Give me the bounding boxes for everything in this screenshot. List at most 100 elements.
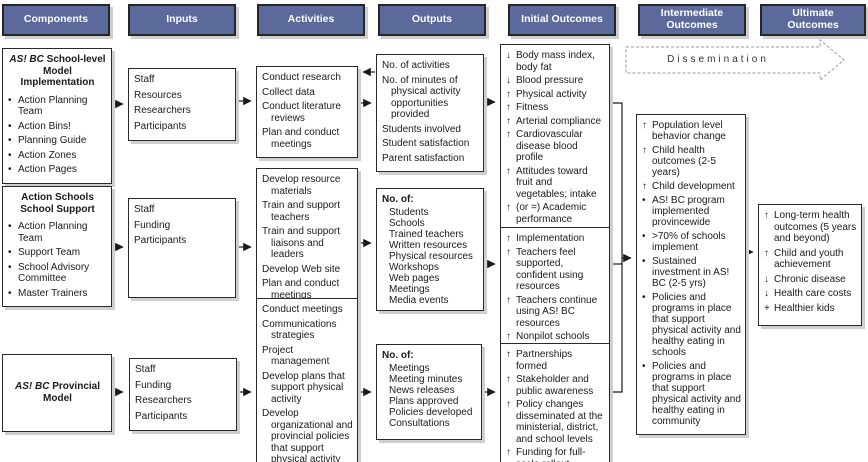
list-item: Develop organizational and provincial po…	[262, 408, 353, 462]
up-icon: ↑	[506, 233, 511, 244]
item-text: Action Planning Team	[18, 94, 88, 118]
item-text: Partnerships formed	[516, 349, 573, 372]
bullet-icon: •	[8, 261, 12, 273]
header-outputs: Outputs	[378, 4, 486, 36]
item-text: Long-term health outcomes (5 years and b…	[774, 210, 857, 244]
item-text: Support Team	[18, 247, 81, 258]
bullet-icon: •	[642, 292, 646, 303]
list-item: ↑Population level behavior change	[642, 120, 741, 142]
item-text: School Advisory Committee	[18, 261, 90, 285]
item-text: Fitness	[516, 102, 549, 113]
up-icon: ↑	[506, 202, 511, 213]
item-text: Physical activity	[516, 88, 587, 100]
item-text: Planning Guide	[18, 135, 87, 146]
item-text: Action Zones	[18, 149, 77, 161]
list-item: Staff	[134, 204, 155, 215]
list-item: ↑Teachers continue using AS! BC resource…	[506, 295, 605, 330]
item-text: Child development	[652, 181, 735, 192]
components-school-support-list: •Action Planning Team•Support Team•Schoo…	[8, 221, 107, 299]
list-item: No. of minutes of physical activity oppo…	[382, 74, 461, 121]
list-item: Train and support teachers	[262, 200, 341, 223]
list-item: ↑Partnerships formed	[506, 349, 605, 372]
item-text: Action Planning Team	[18, 221, 88, 244]
list-item: •Policies and programs in place that sup…	[642, 361, 741, 427]
up-icon: ↑	[506, 331, 511, 342]
up-icon: ↑	[506, 88, 511, 100]
list-item: ↓Health care costs	[764, 288, 857, 300]
item-text: Attitudes toward fruit and vegetables; i…	[516, 165, 597, 200]
header-label: Initial Outcomes	[521, 13, 603, 26]
item-text: Healthier kids	[774, 302, 835, 314]
list-item: Plan and conduct meetings	[262, 278, 340, 301]
list-item: Trained teachers	[389, 228, 464, 240]
header-components: Components	[2, 4, 110, 36]
header-ultimate-outcomes: Ultimate Outcomes	[760, 4, 866, 36]
bullet-icon: •	[8, 135, 12, 146]
item-text: Health care costs	[774, 288, 852, 299]
list-item: Media events	[389, 294, 449, 306]
up-icon: ↑	[506, 246, 511, 258]
bullet-icon: •	[642, 195, 646, 206]
header-label: Intermediate Outcomes	[660, 7, 724, 31]
list-item: Funding	[135, 379, 172, 391]
list-item: Staff	[135, 364, 156, 375]
list-item: Conduct meetings	[262, 304, 343, 315]
list-item: Communications strategies	[262, 318, 337, 342]
item-text: Teachers feel supported, confident using…	[516, 246, 584, 293]
up-icon: ↑	[642, 181, 647, 192]
list-item: Web pages	[389, 272, 440, 284]
item-text: Funding for full-scale rollout	[516, 447, 586, 462]
dissemination-label: Dissemination	[667, 54, 769, 65]
up-icon: ↑	[506, 129, 511, 140]
item-text: Child health outcomes (2-5 years)	[652, 145, 716, 178]
list-item: Participants	[134, 235, 187, 246]
up-icon: ↑	[642, 145, 647, 156]
list-item: ↑Stakeholder and public awareness	[506, 374, 605, 397]
list-item: ↑Long-term health outcomes (5 years and …	[764, 210, 857, 245]
item-text: Child and youth achievement	[774, 247, 844, 271]
up-icon: ↑	[506, 447, 511, 458]
list-item: Train and support liaisons and leaders	[262, 226, 341, 260]
header-label: Inputs	[166, 13, 198, 26]
box-title: Action Schools School Support	[8, 192, 107, 215]
box-title-text: Action Schools School Support	[20, 192, 95, 215]
list-item: +Healthier kids	[764, 303, 857, 315]
item-text: Implementation	[516, 233, 585, 244]
initial-outcomes-box-2: ↑ Implementation ↑ Teachers feel supported,…	[500, 227, 610, 361]
list-item: ↑Fitness	[506, 102, 605, 114]
initial-outcomes-box-3: ↑Partnerships formed↑Stakeholder and pub…	[500, 343, 610, 462]
header-label: Ultimate Outcomes	[787, 7, 839, 31]
item-text: AS! BC program implemented provincewide	[652, 195, 725, 228]
list-item: ↓Blood pressure	[506, 75, 605, 87]
bullet-icon: •	[642, 256, 646, 267]
box-title: AS! BC Provincial Model	[8, 381, 107, 404]
bullet-icon: •	[8, 149, 12, 161]
list-item: Plan and conduct meetings	[262, 127, 340, 150]
header-label: Activities	[287, 13, 335, 26]
list-item: Conduct research	[262, 72, 341, 83]
list-item: Funding	[134, 219, 171, 231]
list-item: Consultations	[389, 417, 450, 429]
item-text: Policies and programs in place that supp…	[652, 292, 741, 358]
item-text: >70% of schools implement	[652, 231, 726, 253]
header-initial-outcomes: Initial Outcomes	[508, 4, 616, 36]
list-item: Schools	[389, 217, 425, 229]
list-item: ↑Attitudes toward fruit and vegetables; …	[506, 166, 605, 201]
list-item: Policies developed	[389, 406, 473, 418]
up-icon: ↑	[506, 294, 511, 306]
box-heading: No. of:	[382, 350, 414, 361]
initial-outcomes-list-1: ↓Body mass index, body fat↓Blood pressur…	[506, 50, 605, 239]
list-item: Develop Web site	[262, 263, 341, 275]
down-icon: ↓	[506, 50, 511, 61]
header-inputs: Inputs	[128, 4, 236, 36]
list-item: Collect data	[262, 86, 315, 98]
list-item: • School Advisory Committee	[8, 262, 107, 285]
